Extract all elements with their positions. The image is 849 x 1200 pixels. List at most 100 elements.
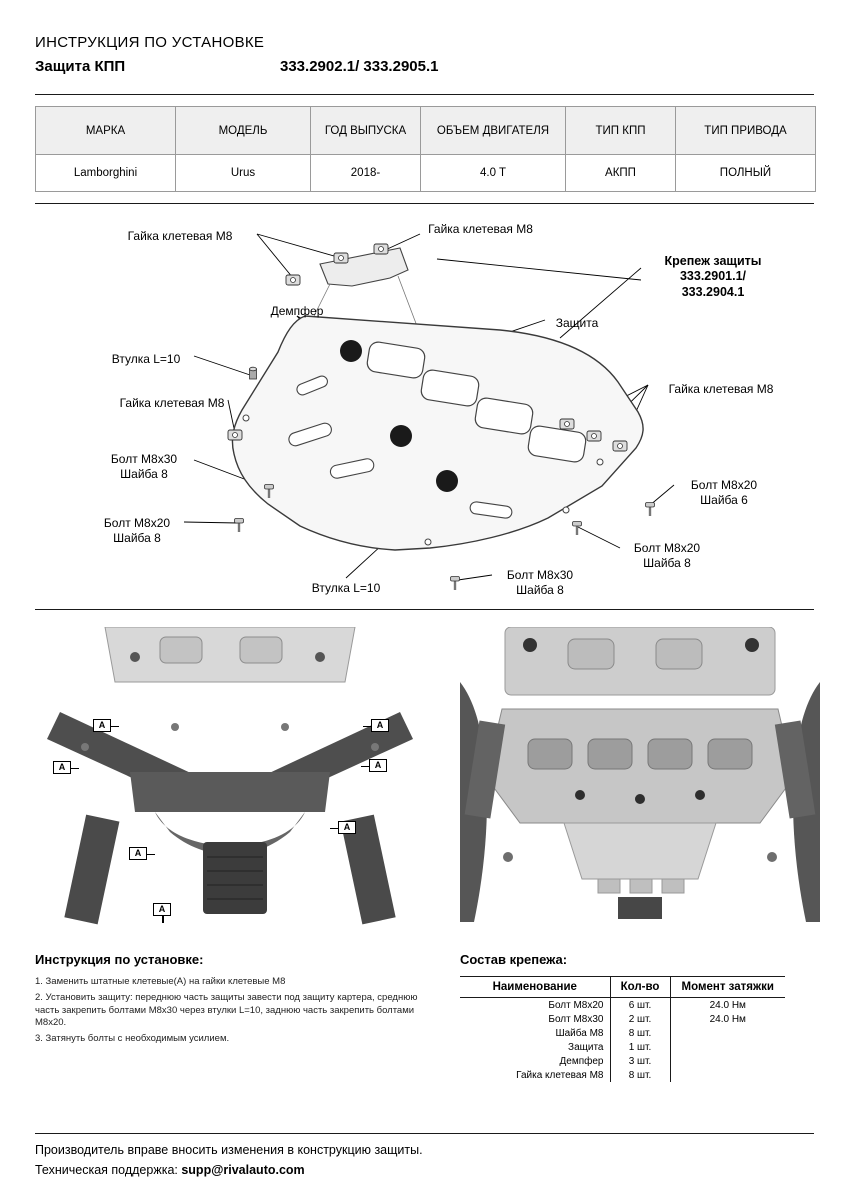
callout-clip-nut-right: Гайка клетевая М8 bbox=[668, 382, 774, 396]
hardware-torque: 24.0 Нм bbox=[669, 1012, 785, 1026]
spec-value-year: 2018- bbox=[310, 154, 421, 192]
photo-marker-a: А bbox=[330, 821, 356, 834]
photo-left: А А А А А А А bbox=[35, 627, 425, 939]
installation-instructions: Инструкция по установке: 1. Заменить шта… bbox=[35, 952, 460, 1082]
hardware-row: Демпфер 3 шт. bbox=[460, 1054, 785, 1068]
hardware-table: Наименование Кол-во Момент затяжки Болт … bbox=[460, 976, 785, 1082]
bushing-icons bbox=[249, 366, 257, 380]
photo-left-image bbox=[35, 627, 425, 939]
hardware-name: Защита bbox=[568, 1041, 604, 1053]
spec-header-drive: ТИП ПРИВОДА bbox=[675, 106, 816, 155]
document-title: ИНСТРУКЦИЯ ПО УСТАНОВКЕ bbox=[35, 34, 265, 51]
hardware-header-name: Наименование bbox=[460, 976, 610, 998]
plate-slots bbox=[288, 375, 513, 519]
spec-header-model: МОДЕЛЬ bbox=[175, 106, 311, 155]
exploded-view-diagram: Гайка клетевая М8 Гайка клетевая М8 Креп… bbox=[0, 204, 849, 609]
callout-plate: Защита bbox=[555, 316, 599, 330]
callout-bushing-left: Втулка L=10 bbox=[111, 352, 181, 366]
photo-marker-a: А bbox=[361, 759, 387, 772]
clip-nut-icons bbox=[227, 243, 628, 452]
spec-value-engine: 4.0 T bbox=[420, 154, 566, 192]
support-line: Техническая поддержка: supp@rivalauto.co… bbox=[35, 1163, 814, 1177]
callout-bolt-m8x20-right: Болт М8х20 Шайба 6 bbox=[690, 478, 758, 507]
hardware-header-qty: Кол-во bbox=[609, 976, 670, 998]
hardware-torque bbox=[669, 1068, 785, 1082]
spec-value-model: Urus bbox=[175, 154, 311, 192]
instruction-step: 1. Заменить штатные клетевые(А) на гайки… bbox=[35, 976, 286, 987]
divider bbox=[35, 609, 814, 610]
product-name: Защита КПП bbox=[35, 58, 126, 75]
instruction-step: 3. Затянуть болты с необходимым усилием. bbox=[35, 1033, 230, 1045]
support-email: supp@rivalauto.com bbox=[181, 1163, 305, 1177]
divider bbox=[35, 203, 814, 204]
hardware-row: Болт М8х20 6 шт. 24.0 Нм bbox=[460, 997, 785, 1012]
spec-value-drive: ПОЛНЫЙ bbox=[675, 154, 816, 192]
plate-mount-holes bbox=[242, 414, 604, 546]
callout-fastener-kit: Крепеж защиты 333.2901.1/ 333.2904.1 bbox=[664, 254, 762, 299]
hardware-torque: 24.0 Нм bbox=[669, 997, 785, 1012]
spec-header-engine: ОБЪЕМ ДВИГАТЕЛЯ bbox=[420, 106, 566, 155]
product-line: Защита КПП 333.2902.1/ 333.2905.1 bbox=[35, 58, 814, 75]
part-numbers: 333.2902.1/ 333.2905.1 bbox=[280, 58, 439, 75]
hardware-name: Демпфер bbox=[559, 1055, 604, 1067]
callout-clip-nut-left: Гайка клетевая М8 bbox=[119, 396, 225, 410]
callout-bolt-m8x20-bottom-right: Болт М8х20 Шайба 8 bbox=[633, 541, 701, 570]
hardware-qty: 6 шт. bbox=[609, 997, 670, 1012]
hardware-qty: 1 шт. bbox=[609, 1040, 670, 1054]
hardware-torque bbox=[669, 1040, 785, 1054]
instructions-title: Инструкция по установке: bbox=[35, 952, 204, 967]
spec-header-row: МАРКА МОДЕЛЬ ГОД ВЫПУСКА ОБЪЕМ ДВИГАТЕЛЯ… bbox=[35, 106, 816, 155]
callout-bolt-m8x30-left: Болт М8х30 Шайба 8 bbox=[110, 452, 178, 481]
hardware-header-torque: Момент затяжки bbox=[669, 976, 785, 998]
hardware-row: Гайка клетевая М8 8 шт. bbox=[460, 1068, 785, 1082]
hardware-row: Защита 1 шт. bbox=[460, 1040, 785, 1054]
hardware-name: Гайка клетевая М8 bbox=[516, 1069, 604, 1081]
plate-vent-holes bbox=[366, 341, 587, 463]
support-label: Техническая поддержка: bbox=[35, 1163, 182, 1177]
photo-marker-a: А bbox=[93, 719, 119, 732]
installation-photos: А А А А А А А bbox=[35, 627, 820, 939]
photo-right bbox=[460, 627, 820, 939]
spec-header-year: ГОД ВЫПУСКА bbox=[310, 106, 421, 155]
manufacturer-note: Производитель вправе вносить изменения в… bbox=[35, 1143, 423, 1157]
hardware-name: Болт М8х30 bbox=[548, 1013, 604, 1025]
hardware-title: Состав крепежа: bbox=[460, 952, 568, 967]
callout-clip-nut-top-left: Гайка клетевая М8 bbox=[127, 229, 233, 243]
photo-marker-a: А bbox=[153, 903, 171, 923]
hardware-torque bbox=[669, 1054, 785, 1068]
spec-value-row: Lamborghini Urus 2018- 4.0 T АКПП ПОЛНЫЙ bbox=[35, 154, 816, 192]
document-footer: Производитель вправе вносить изменения в… bbox=[35, 1133, 814, 1183]
photo-marker-a: А bbox=[129, 847, 155, 860]
hardware-qty: 8 шт. bbox=[609, 1026, 670, 1040]
hardware-torque bbox=[669, 1026, 785, 1040]
callout-bolt-m8x30-bottom: Болт М8х30 Шайба 8 bbox=[506, 568, 574, 597]
hardware-name: Болт М8х20 bbox=[548, 999, 604, 1011]
front-bracket-shape bbox=[319, 247, 409, 287]
spec-header-brand: МАРКА bbox=[35, 106, 176, 155]
spec-value-gearbox: АКПП bbox=[565, 154, 676, 192]
bolt-icons bbox=[234, 484, 655, 590]
hardware-header-row: Наименование Кол-во Момент затяжки bbox=[460, 976, 785, 998]
hardware-name: Шайба М8 bbox=[555, 1027, 604, 1039]
spec-table: МАРКА МОДЕЛЬ ГОД ВЫПУСКА ОБЪЕМ ДВИГАТЕЛЯ… bbox=[35, 106, 816, 192]
document-header: ИНСТРУКЦИЯ ПО УСТАНОВКЕ Защита КПП 333.2… bbox=[0, 0, 849, 75]
callout-bolt-m8x20-left: Болт М8х20 Шайба 8 bbox=[103, 516, 171, 545]
hardware-qty: 3 шт. bbox=[609, 1054, 670, 1068]
plate-shape bbox=[231, 315, 644, 551]
callout-bushing-bottom: Втулка L=10 bbox=[311, 581, 381, 595]
hardware-qty: 8 шт. bbox=[609, 1068, 670, 1082]
photo-right-image bbox=[460, 627, 820, 939]
callout-damper: Демпфер bbox=[270, 304, 324, 318]
photo-marker-a: А bbox=[363, 719, 389, 732]
divider bbox=[35, 94, 814, 95]
photo-marker-a: А bbox=[53, 761, 79, 774]
spec-value-brand: Lamborghini bbox=[35, 154, 176, 192]
damper-icons bbox=[340, 340, 458, 492]
hardware-row: Шайба М8 8 шт. bbox=[460, 1026, 785, 1040]
hardware-qty: 2 шт. bbox=[609, 1012, 670, 1026]
instruction-step: 2. Установить защиту: переднюю часть защ… bbox=[35, 992, 418, 1029]
callout-clip-nut-top-center: Гайка клетевая М8 bbox=[428, 222, 533, 236]
hardware-row: Болт М8х30 2 шт. 24.0 Нм bbox=[460, 1012, 785, 1026]
hardware-list: Состав крепежа: Наименование Кол-во Моме… bbox=[460, 952, 814, 1082]
